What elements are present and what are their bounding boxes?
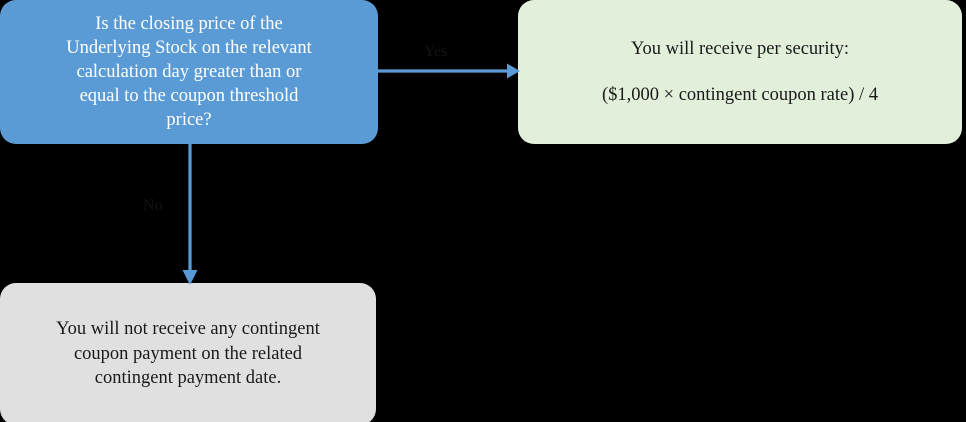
no-outcome-node: You will not receive any contingent coup… bbox=[0, 283, 376, 422]
no-outcome-line-1: You will not receive any contingent bbox=[56, 319, 320, 340]
yes-outcome-formula: ($1,000 × contingent coupon rate) / 4 bbox=[601, 85, 879, 105]
decision-line-4: equal to the coupon threshold bbox=[79, 86, 299, 107]
decision-node: Is the closing price of the Underlying S… bbox=[0, 0, 378, 144]
decision-line-5: price? bbox=[166, 110, 212, 131]
decision-line-2: Underlying Stock on the relevant bbox=[66, 37, 312, 58]
no-outcome-line-2: coupon payment on the related bbox=[73, 343, 303, 364]
no-arrow-connector bbox=[182, 141, 198, 285]
decision-line-1: Is the closing price of the bbox=[95, 13, 283, 34]
no-edge-label: No bbox=[143, 197, 163, 214]
yes-outcome-heading: You will receive per security: bbox=[630, 38, 849, 59]
yes-arrow-head bbox=[507, 63, 520, 79]
yes-edge-label: Yes bbox=[424, 43, 448, 60]
yes-outcome-node: You will receive per security: ($1,000 ×… bbox=[518, 0, 962, 144]
decision-line-3: calculation day greater than or bbox=[76, 61, 302, 82]
no-arrow-head bbox=[182, 270, 198, 285]
no-outcome-line-3: contingent payment date. bbox=[94, 368, 282, 389]
yes-arrow-connector bbox=[376, 63, 520, 79]
